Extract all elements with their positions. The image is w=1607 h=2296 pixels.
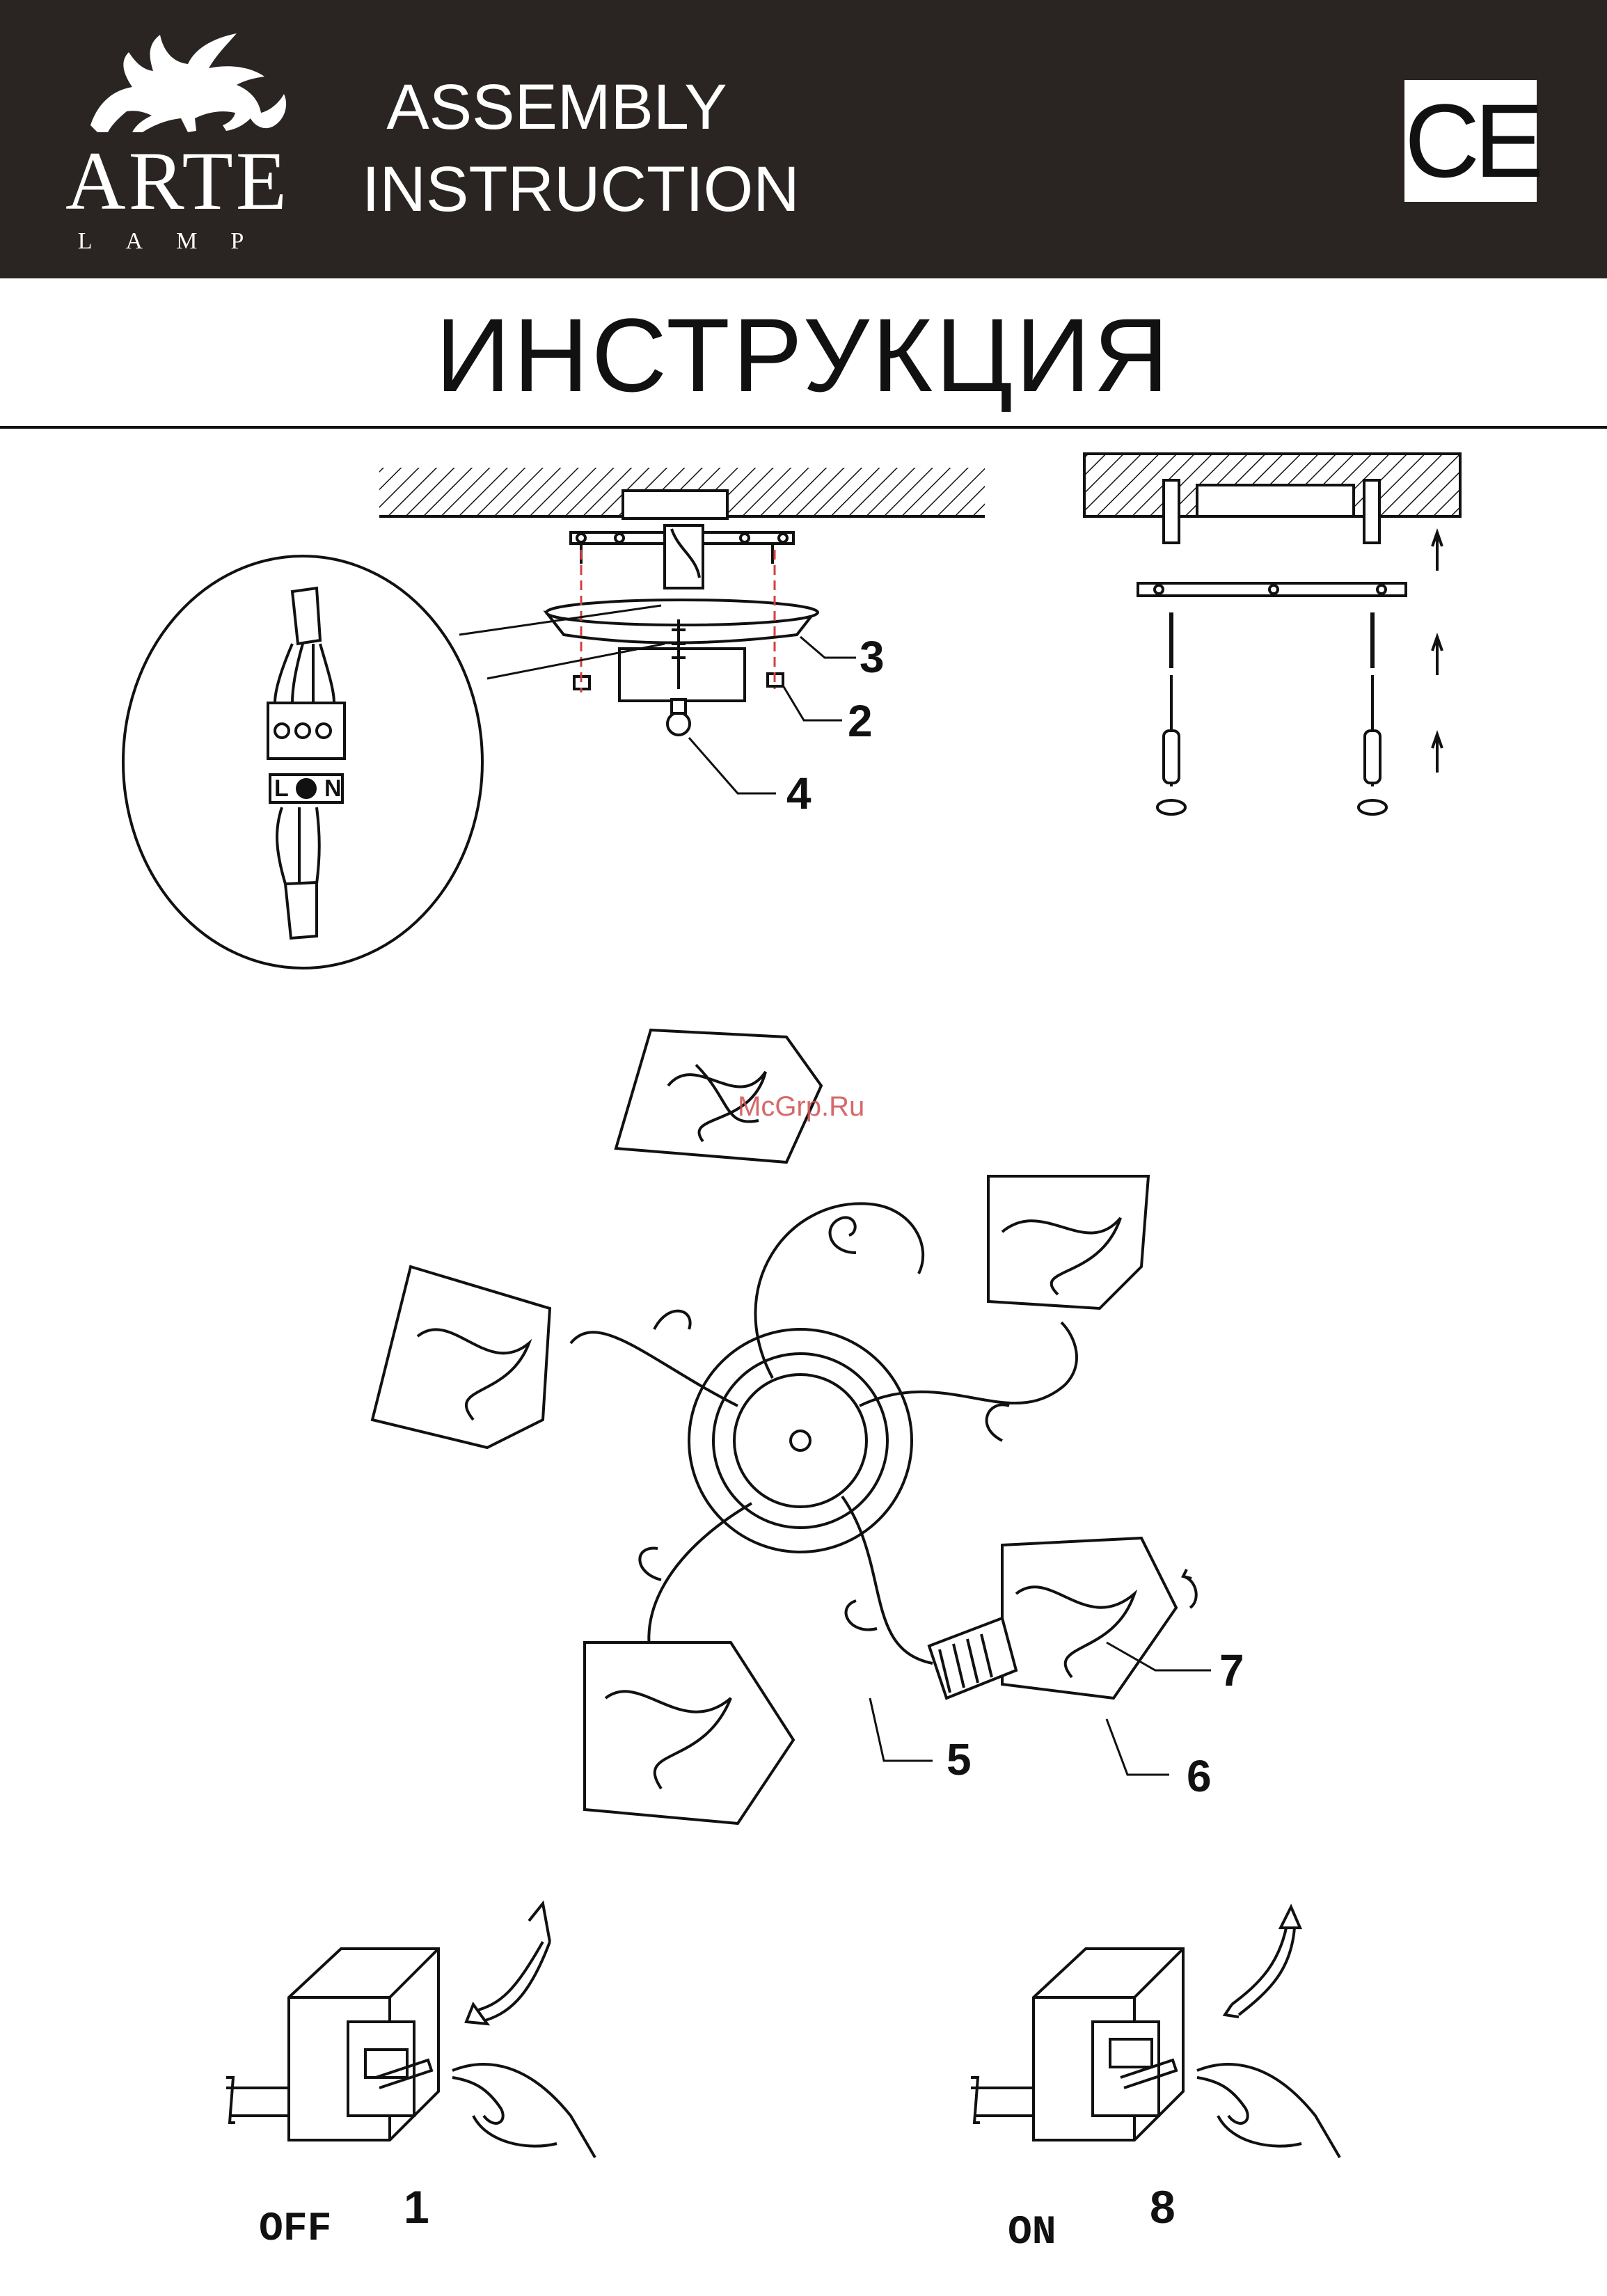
wiring-detail-circle — [123, 556, 482, 968]
callout-4: 4 — [786, 771, 812, 816]
terminal-label-neutral: N — [324, 777, 342, 800]
on-label: ON — [1008, 2213, 1056, 2254]
watermark: McGrp.Ru — [738, 1091, 864, 1123]
terminal-label-live: L — [274, 777, 289, 800]
callout-3: 3 — [860, 635, 885, 679]
callout-7: 7 — [1219, 1648, 1244, 1693]
off-step-number: 1 — [404, 2184, 429, 2230]
on-step-number: 8 — [1150, 2184, 1175, 2230]
callout-6: 6 — [1187, 1754, 1212, 1798]
off-label: OFF — [259, 2210, 331, 2250]
off-switch-diagram — [226, 1903, 595, 2158]
chandelier-top-view — [372, 1030, 1211, 1823]
callout-2: 2 — [848, 699, 873, 743]
on-switch-diagram — [971, 1907, 1340, 2158]
bracket-screw-diagram — [1084, 454, 1460, 814]
callout-5: 5 — [947, 1737, 972, 1782]
